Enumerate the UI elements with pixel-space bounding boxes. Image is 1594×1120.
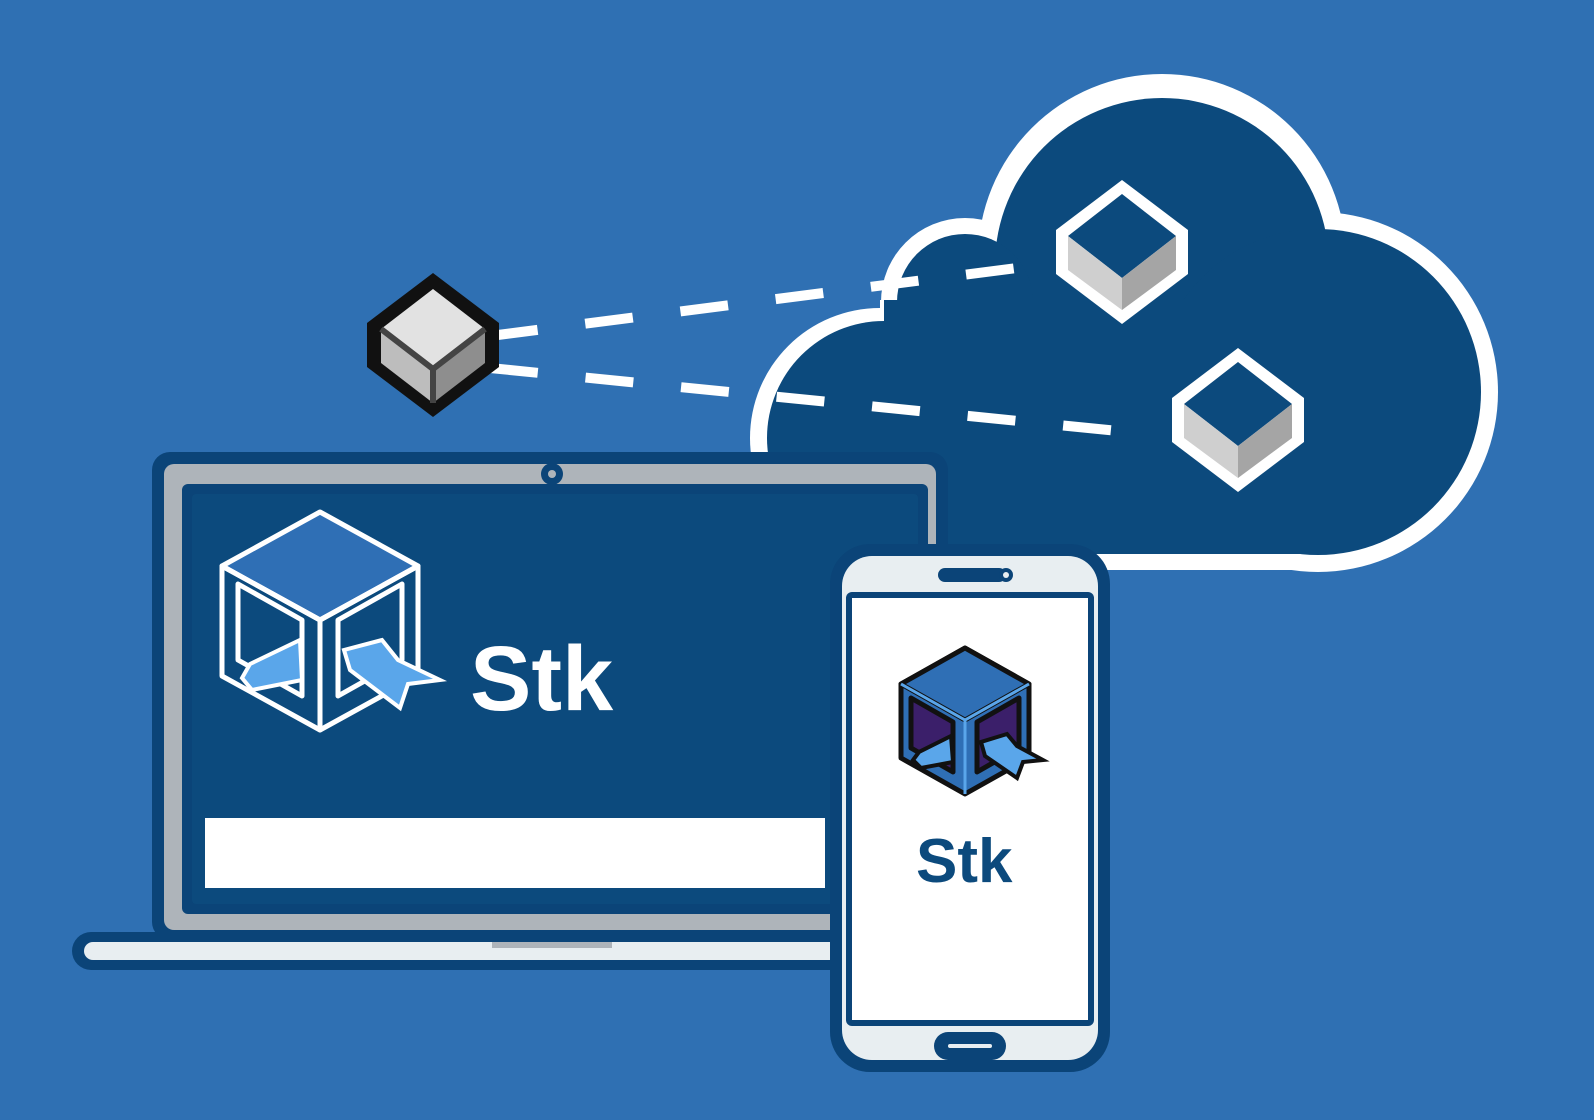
stk-logo-icon	[219, 509, 448, 733]
laptop-input-bar	[205, 818, 825, 888]
cube-icon	[1056, 180, 1188, 324]
laptop-app-name: Stk	[470, 628, 614, 730]
stk-logo-icon	[898, 645, 1050, 797]
phone	[830, 544, 1110, 1072]
cube-icon	[367, 273, 499, 417]
connection-lines	[489, 260, 1129, 437]
phone-app-name: Stk	[916, 827, 1013, 896]
cube-icon	[1172, 348, 1304, 492]
speaker-icon	[938, 568, 1006, 582]
